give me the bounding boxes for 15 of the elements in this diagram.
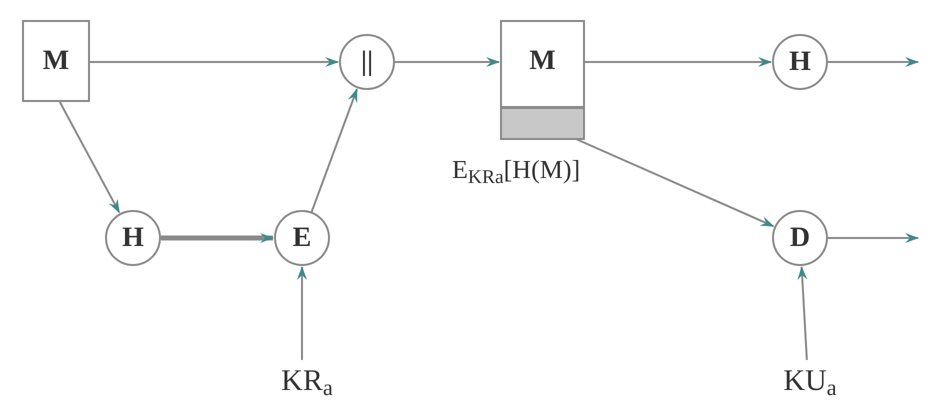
arrow bbox=[585, 57, 772, 67]
arrow bbox=[297, 266, 307, 360]
arrow bbox=[90, 57, 339, 67]
arrow bbox=[58, 102, 120, 214]
message-box: M bbox=[22, 20, 90, 102]
key-label: KU$_{a}$ bbox=[765, 360, 855, 400]
arrow bbox=[395, 57, 500, 67]
arrow bbox=[828, 233, 919, 243]
signature-label: E$_{KRa}$[H(M)] bbox=[452, 154, 580, 189]
key-label: KR$_{a}$ bbox=[262, 360, 352, 400]
arrow bbox=[828, 57, 919, 67]
signature-bar bbox=[502, 106, 583, 138]
arrow bbox=[797, 266, 808, 360]
arrow bbox=[161, 233, 274, 243]
arrow bbox=[310, 88, 358, 212]
